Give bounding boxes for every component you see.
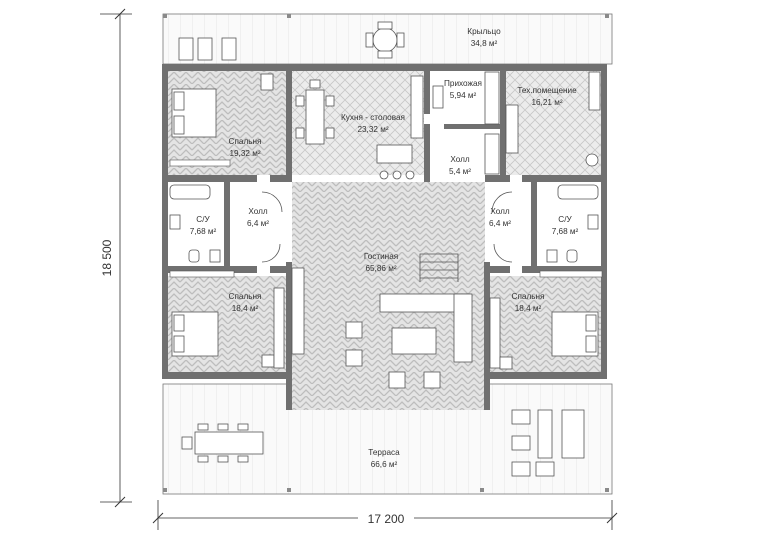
room-area: 5,4 м²	[449, 167, 471, 176]
bath-left-furniture	[169, 184, 221, 263]
walls	[162, 64, 607, 410]
room-label-porch: Крыльцо 34,8 м²	[467, 27, 501, 48]
room-label-living: Гостиная 65,86 м²	[364, 252, 398, 273]
room-area: 19,32 м²	[229, 149, 260, 158]
room-name: С/У	[558, 215, 572, 224]
room-name: Холл	[248, 207, 268, 216]
bedroom-3-furniture	[489, 270, 603, 370]
room-name: Прихожая	[444, 79, 482, 88]
room-area: 6,4 м²	[489, 219, 511, 228]
room-name: Крыльцо	[467, 27, 501, 36]
room-name: Спальня	[229, 137, 262, 146]
living-furniture	[261, 191, 513, 389]
room-area: 66,6 м²	[371, 460, 398, 469]
kitchen-furniture	[295, 75, 424, 180]
porch-furniture	[178, 21, 405, 61]
dimension-width-label: 17 200	[358, 510, 414, 526]
room-label-terrace: Терраса 66,6 м²	[368, 448, 400, 469]
room-name: Гостиная	[364, 252, 398, 261]
room-area: 7,68 м²	[552, 227, 579, 236]
room-area: 23,32 м²	[357, 125, 388, 134]
hallway-furniture	[432, 71, 601, 175]
room-area: 16,21 м²	[531, 98, 562, 107]
room-label-bedroom-1: Спальня 19,32 м²	[229, 137, 262, 158]
room-label-hall-center: Холл 5,4 м²	[449, 155, 471, 176]
room-area: 65,86 м²	[365, 264, 396, 273]
room-name: Тех.помещение	[517, 86, 577, 95]
room-name: Спальня	[229, 292, 262, 301]
room-label-hallway: Прихожая 5,94 м²	[444, 79, 482, 100]
terrace-furniture	[181, 409, 585, 477]
room-area: 18,4 м²	[515, 304, 542, 313]
room-area: 5,94 м²	[450, 91, 477, 100]
room-label-bath-left: С/У 7,68 м²	[190, 215, 217, 236]
room-label-kitchen: Кухня - столовая 23,32 м²	[341, 113, 405, 134]
room-area: 34,8 м²	[471, 39, 498, 48]
bedroom-2-furniture	[169, 270, 285, 369]
room-name: Холл	[490, 207, 510, 216]
room-name: Холл	[450, 155, 470, 164]
room-area: 6,4 м²	[247, 219, 269, 228]
railing-posts	[163, 14, 609, 492]
room-label-bath-right: С/У 7,68 м²	[552, 215, 579, 236]
room-name: Спальня	[512, 292, 545, 301]
room-label-bedroom-3: Спальня 18,4 м²	[512, 292, 545, 313]
room-area: 7,68 м²	[190, 227, 217, 236]
room-label-hall-left: Холл 6,4 м²	[247, 207, 269, 228]
room-name: С/У	[196, 215, 210, 224]
room-name: Терраса	[368, 448, 400, 457]
room-name: Кухня - столовая	[341, 113, 405, 122]
dimension-width: 17 200	[368, 512, 405, 526]
bath-right-furniture	[546, 184, 599, 263]
bedroom-1-furniture	[169, 73, 274, 167]
room-label-tech: Тех.помещение 16,21 м²	[517, 86, 577, 107]
room-area: 18,4 м²	[232, 304, 259, 313]
room-label-bedroom-2: Спальня 18,4 м²	[229, 292, 262, 313]
room-label-hall-right: Холл 6,4 м²	[489, 207, 511, 228]
dimension-height: 18 500	[100, 239, 114, 276]
